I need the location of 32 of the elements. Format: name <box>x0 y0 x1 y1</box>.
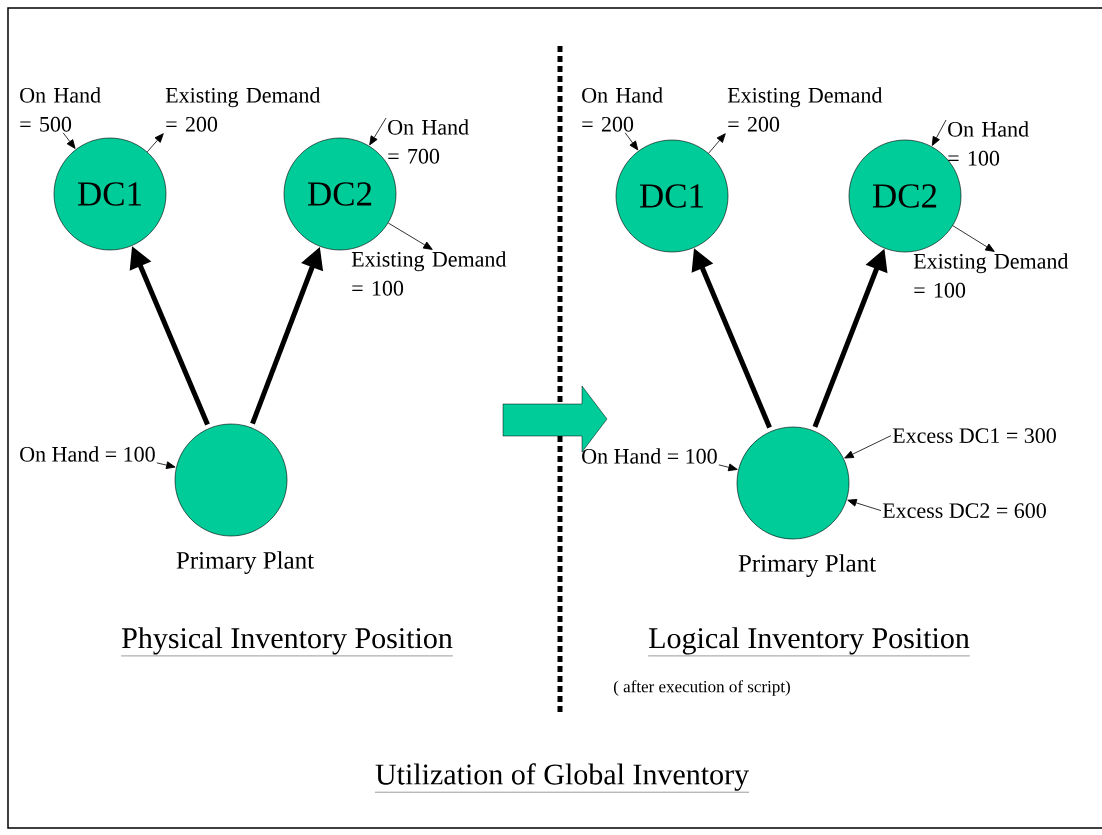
arrow <box>146 133 164 153</box>
arrow <box>952 225 995 252</box>
panel-heading: Logical Inventory Position <box>648 627 971 657</box>
annotation: Existing Demand = 200 <box>165 87 321 132</box>
annotation: On Hand = 100 <box>582 448 717 464</box>
arrow <box>369 117 387 146</box>
circle-node: DC1 <box>615 139 729 253</box>
note: ( after execution of script) <box>613 680 790 696</box>
annotation: Existing Demand = 100 <box>913 253 1069 298</box>
arrow <box>844 435 892 459</box>
annotation: On Hand = 500 <box>20 87 101 132</box>
annotation: Existing Demand = 200 <box>727 87 883 132</box>
arrow <box>62 132 76 149</box>
annotation: Excess DC1 = 300 <box>892 428 1056 444</box>
arrow <box>156 461 176 469</box>
arrow <box>847 499 882 512</box>
arrow <box>931 119 947 146</box>
circle-node <box>174 423 288 537</box>
annotation: Excess DC2 = 600 <box>882 503 1046 519</box>
arrow <box>718 463 738 472</box>
panel-heading: Physical Inventory Position <box>121 627 454 657</box>
node-caption: Primary Plant <box>738 554 876 577</box>
annotation: On Hand = 200 <box>582 87 663 132</box>
arrow <box>624 132 639 151</box>
arrow <box>708 133 726 154</box>
node-caption: Primary Plant <box>176 551 314 574</box>
circle-node: DC1 <box>53 137 167 251</box>
annotation: Existing Demand = 100 <box>351 251 507 296</box>
caption: Utilization of Global Inventory <box>374 763 750 793</box>
arrow <box>387 222 433 250</box>
annotation: On Hand = 100 <box>20 446 155 462</box>
circle-node <box>736 426 850 540</box>
